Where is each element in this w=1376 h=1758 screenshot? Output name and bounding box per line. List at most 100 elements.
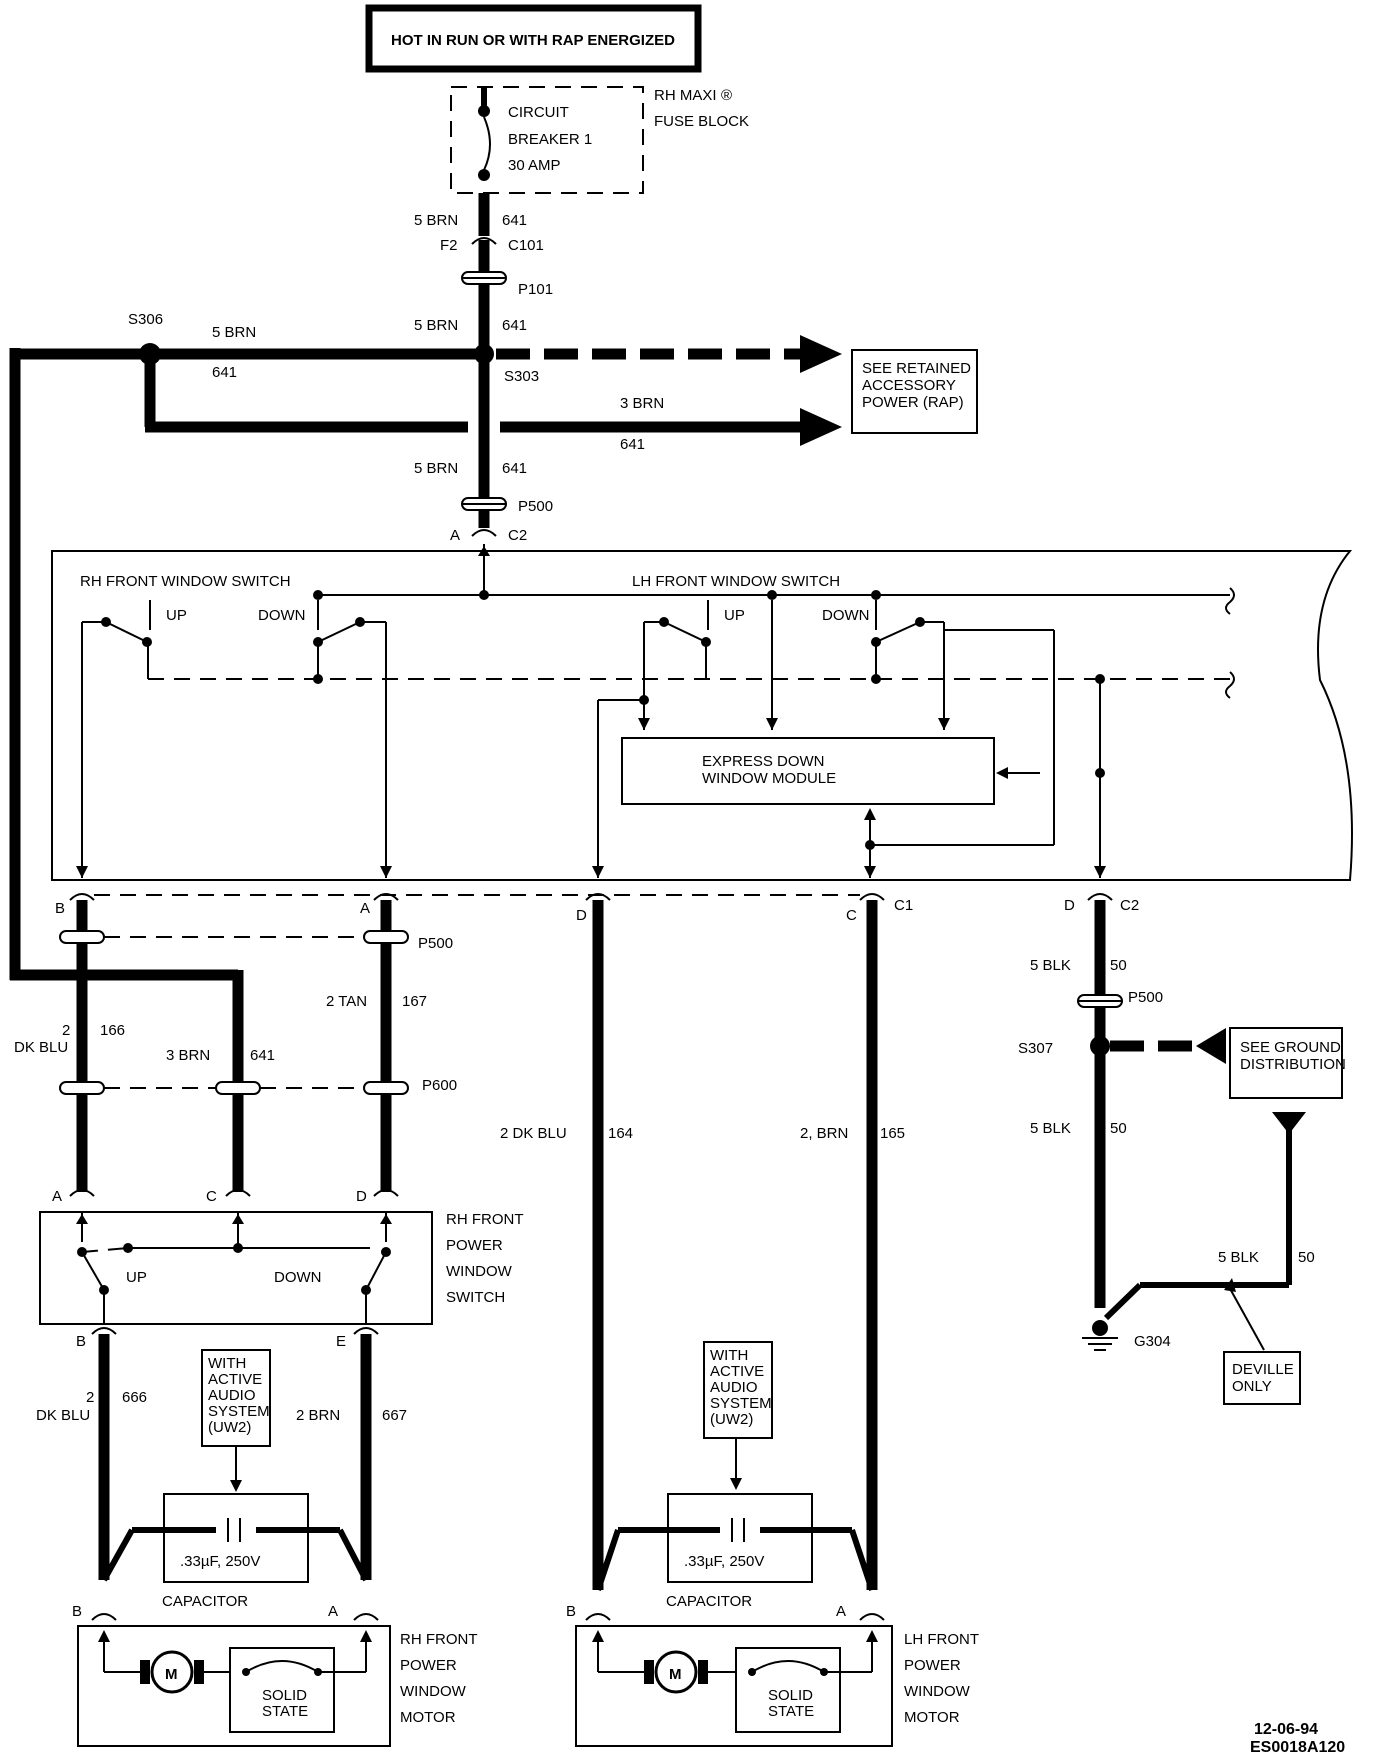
wire-167-num: 167 (402, 993, 427, 1010)
breaker-line3: 30 AMP (508, 157, 561, 174)
rh-motor-m: M (165, 1666, 178, 1683)
deville-box-line2: ONLY (1232, 1378, 1272, 1395)
rh-motor-label-3: WINDOW (400, 1683, 467, 1700)
diagram-code: ES0018A120 (1250, 1739, 1345, 1756)
connector-p600: P600 (422, 1077, 457, 1094)
rh-motor-label-2: POWER (400, 1657, 457, 1674)
wire-666-size-1: 2 (86, 1389, 94, 1406)
splice-s307-label: S307 (1018, 1040, 1053, 1057)
rh-motor-symbol (150, 1650, 194, 1694)
wire-164-size: 2 DK BLU (500, 1125, 567, 1142)
rh-switch-panel-title: RH FRONT WINDOW SWITCH (80, 573, 291, 590)
rh-solid-state-1: SOLID (262, 1687, 307, 1704)
splice-s303-label: S303 (504, 368, 539, 385)
pin-b-left: B (55, 900, 65, 917)
wire-641-d-num: 641 (250, 1047, 275, 1064)
registered-mark: ® (721, 87, 732, 104)
rh-motor-pin-b: B (72, 1603, 82, 1620)
rap-box-line3: POWER (RAP) (862, 394, 964, 411)
rh-switch-up: UP (126, 1269, 147, 1286)
lh-switch-down-label: DOWN (822, 607, 870, 624)
deville-only-box: DEVILLE ONLY (1223, 1351, 1301, 1405)
wire-50-c-size: 5 BLK (1218, 1249, 1259, 1266)
wire-641-a-num: 641 (502, 212, 527, 229)
lh-audio-line1: WITH (710, 1347, 748, 1364)
fuse-block-line2: FUSE BLOCK (654, 113, 749, 130)
rh-maxi-fuse-block: CIRCUIT BREAKER 1 30 AMP RH MAXI ® FUSE … (450, 86, 749, 194)
wire-666-size-2: DK BLU (36, 1407, 90, 1424)
arrow-to-rap-dashed (800, 335, 842, 373)
lh-audio-line3: AUDIO (710, 1379, 758, 1396)
rh-motor-pin-a: A (328, 1603, 338, 1620)
c2-top-pin: A (450, 527, 460, 544)
lh-capacitor-value: .33µF, 250V (684, 1553, 764, 1570)
express-down-window-module: EXPRESS DOWN WINDOW MODULE (621, 737, 995, 805)
switch-pin-b: B (76, 1333, 86, 1350)
p500-right-passthrough (1077, 994, 1123, 1008)
deville-box-line1: DEVILLE (1232, 1361, 1294, 1378)
p500-top-passthrough (461, 497, 507, 511)
rap-box-line2: ACCESSORY (862, 377, 956, 394)
pin-d-mid: D (576, 907, 587, 924)
wire-641-d-size: 3 BRN (166, 1047, 210, 1064)
lh-front-power-window-motor: M SOLID STATE (575, 1625, 893, 1747)
p600-passthrough (59, 1081, 409, 1095)
wire-167-size: 2 TAN (326, 993, 367, 1010)
wire-641-b-size: 5 BRN (414, 317, 458, 334)
lh-capacitor-label: CAPACITOR (666, 1593, 752, 1610)
wire-666-num: 666 (122, 1389, 147, 1406)
wire-50-a-num: 50 (1110, 957, 1127, 974)
rh-motor-label-4: MOTOR (400, 1709, 456, 1726)
rh-switch-label-3: WINDOW (446, 1263, 513, 1280)
power-source-label: HOT IN RUN OR WITH RAP ENERGIZED (365, 4, 702, 73)
rh-capacitor-value: .33µF, 250V (180, 1553, 260, 1570)
lh-solid-state-2: STATE (768, 1703, 814, 1720)
wire-50-b-num: 50 (1110, 1120, 1127, 1137)
lh-motor-label-1: LH FRONT (904, 1631, 979, 1648)
lh-switch-panel-title: LH FRONT WINDOW SWITCH (632, 573, 840, 590)
rh-motor-label-1: RH FRONT (400, 1631, 478, 1648)
rap-box-line1: SEE RETAINED (862, 360, 971, 377)
rh-front-power-window-motor: M SOLID STATE (77, 1625, 391, 1747)
wire-164-num: 164 (608, 1125, 633, 1142)
rh-switch-up-label: UP (166, 607, 187, 624)
rh-switch-label-4: SWITCH (446, 1289, 505, 1306)
switch-pin-e: E (336, 1333, 346, 1350)
lh-audio-line4: SYSTEM (710, 1395, 772, 1412)
express-module-line2: WINDOW MODULE (702, 770, 836, 787)
rh-audio-line3: AUDIO (208, 1387, 256, 1404)
lh-audio-line2: ACTIVE (710, 1363, 764, 1380)
rh-front-power-window-switch: UP DOWN (39, 1211, 433, 1325)
wire-166-size-2: DK BLU (14, 1039, 68, 1056)
breaker-line1: CIRCUIT (508, 104, 569, 121)
connector-c1: C1 (894, 897, 913, 914)
breaker-line2: BREAKER 1 (508, 131, 592, 148)
wire-165-num: 165 (880, 1125, 905, 1142)
wire-641-a-size: 5 BRN (414, 212, 458, 229)
wire-166-size-1: 2 (62, 1022, 70, 1039)
switch-pin-a: A (52, 1188, 62, 1205)
switch-pin-c: C (206, 1188, 217, 1205)
lh-capacitor: .33µF, 250V CAPACITOR (595, 1493, 875, 1610)
wire-667-size: 2 BRN (296, 1407, 340, 1424)
rh-switch-label-2: POWER (446, 1237, 503, 1254)
wire-641-c-num: 641 (502, 460, 527, 477)
rh-capacitor-label: CAPACITOR (162, 1593, 248, 1610)
wire-rap-num: 641 (620, 436, 645, 453)
rh-capacitor: .33µF, 250V CAPACITOR (101, 1493, 369, 1610)
connector-c2-right: C2 (1120, 897, 1139, 914)
rh-solid-state-2: STATE (262, 1703, 308, 1720)
ground-box-line2: DISTRIBUTION (1240, 1056, 1346, 1073)
pin-d-right: D (1064, 897, 1075, 914)
fuse-block-line1: RH MAXI (654, 87, 717, 104)
rh-switch-down-label: DOWN (258, 607, 306, 624)
arrow-to-rap-solid (800, 408, 842, 446)
power-source-text: HOT IN RUN OR WITH RAP ENERGIZED (391, 32, 675, 49)
lh-solid-state-1: SOLID (768, 1687, 813, 1704)
wire-166-num: 166 (100, 1022, 125, 1039)
lh-motor-m: M (669, 1666, 682, 1683)
lh-motor-label-3: WINDOW (904, 1683, 971, 1700)
connector-c2-top: C2 (508, 527, 527, 544)
wire-641-b-num: 641 (502, 317, 527, 334)
p500-left-passthrough (59, 930, 409, 944)
